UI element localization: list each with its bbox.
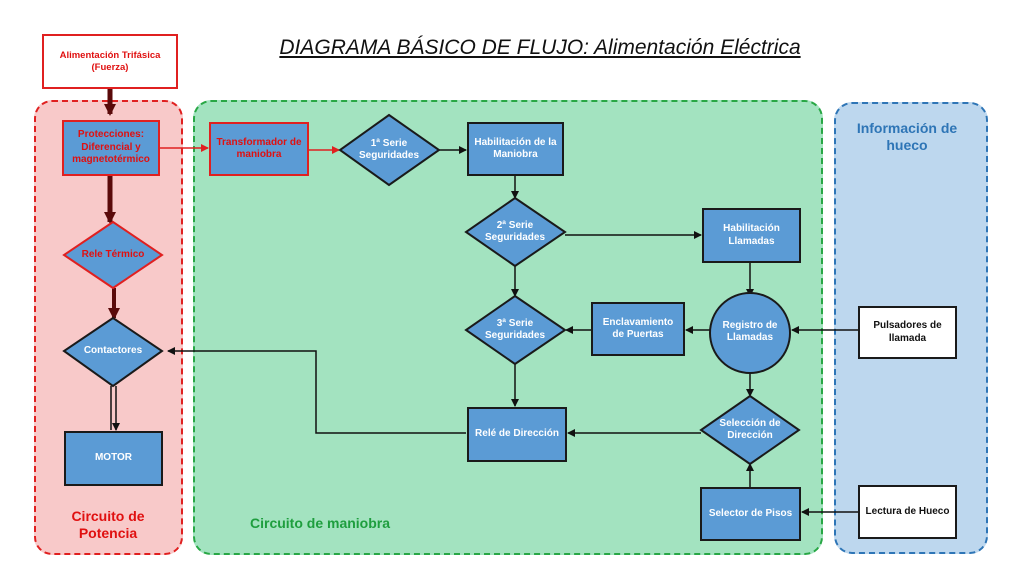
protections-node: Protecciones: Diferencial y magnetotérmi…	[62, 120, 160, 176]
safety1-diamond	[338, 113, 441, 187]
shaft-info-label: Información de hueco	[856, 119, 958, 154]
edge-relay-contactors	[167, 347, 466, 434]
direction-select-label: Selección de Dirección	[719, 417, 781, 442]
contactors-label: Contactores	[83, 344, 143, 356]
door-interlock-node: Enclavamiento de Puertas	[591, 302, 685, 356]
floor-selector-node: Selector de Pisos	[700, 487, 801, 541]
direction-select-diamond	[699, 394, 801, 466]
thermal-relay-diamond	[62, 220, 164, 290]
call-register-label: Registro de Llamadas	[722, 319, 778, 344]
call-buttons-node: Pulsadores de llamada	[858, 306, 957, 359]
safety1-label: 1ª Serie Seguridades	[358, 137, 420, 162]
diagram-title: DIAGRAMA BÁSICO DE FLUJO: Alimentación E…	[279, 36, 801, 59]
enable-maneuver-node: Habilitación de la Maniobra	[467, 122, 564, 176]
safety2-diamond	[464, 196, 567, 268]
direction-relay-node: Relé de Dirección	[467, 407, 567, 462]
power-circuit-label: Circuito de Potencia	[71, 507, 145, 542]
safety2-label: 2ª Serie Seguridades	[484, 219, 546, 244]
thermal-relay-label: Rele Térmico	[81, 248, 145, 260]
contactors-diamond	[62, 316, 164, 388]
transformer-node: Transformador de maniobra	[209, 122, 309, 176]
call-register-circle	[709, 292, 791, 374]
shaft-reading-node: Lectura de Hueco	[858, 485, 957, 539]
safety3-diamond	[464, 294, 567, 366]
control-circuit-label: Circuito de maniobra	[250, 515, 391, 532]
motor-node: MOTOR	[64, 431, 163, 486]
enable-calls-node: Habilitación Llamadas	[702, 208, 801, 263]
safety3-label: 3ª Serie Seguridades	[484, 317, 546, 342]
supply-node: Alimentación Trifásica (Fuerza)	[42, 34, 178, 89]
